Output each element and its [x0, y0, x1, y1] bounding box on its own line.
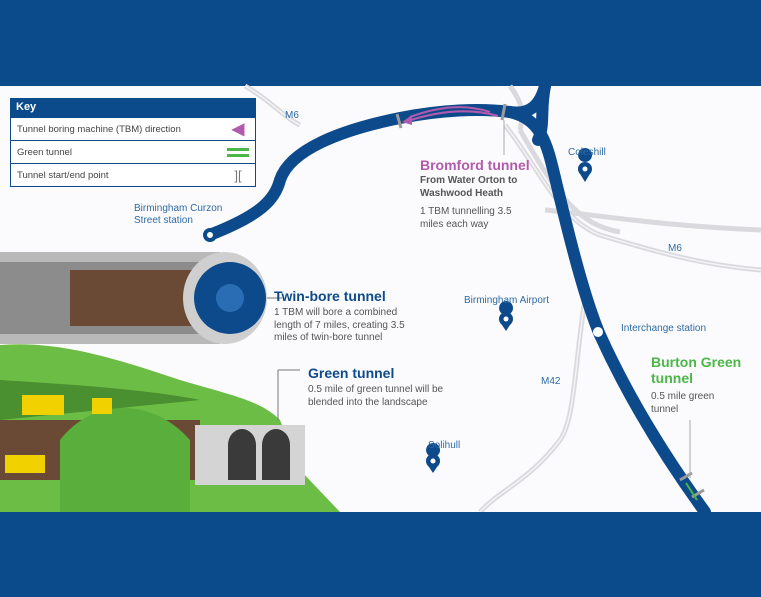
key-item-label: Green tunnel	[17, 146, 72, 158]
tunnel-start-end-icon: ][	[234, 167, 242, 183]
tbm-direction-arrow	[404, 110, 499, 123]
road-m42	[478, 299, 588, 514]
burton-green-desc: 0.5 mile green tunnel	[651, 391, 715, 415]
green-tunnel-icon	[227, 147, 249, 157]
key-item-green-tunnel: Green tunnel	[11, 140, 255, 163]
top-band	[0, 0, 761, 86]
road-label-m6-west: M6	[285, 110, 299, 121]
key-item-start-end: Tunnel start/end point ][	[11, 163, 255, 186]
hs2-route	[206, 80, 711, 518]
burton-green-tunnel-mark	[685, 482, 698, 501]
bromford-desc: 1 TBM tunnelling 3.5 miles each way	[420, 206, 512, 230]
bromford-title: Bromford tunnel	[420, 157, 530, 173]
road-b	[517, 128, 621, 235]
curzon-station-marker	[203, 228, 217, 242]
twin-bore-illustration	[0, 252, 282, 344]
burton-green-title: Burton Green tunnel	[651, 354, 742, 386]
key-item-tbm: Tunnel boring machine (TBM) direction ◀	[11, 117, 255, 140]
road-north-link	[507, 84, 525, 131]
interchange-station-marker	[593, 327, 603, 337]
key-title: Key	[11, 99, 255, 117]
green-tunnel-desc: 0.5 mile of green tunnel will be blended…	[308, 384, 444, 408]
twin-bore-desc: 1 TBM will bore a combined length of 7 m…	[274, 307, 405, 343]
key-item-label: Tunnel boring machine (TBM) direction	[17, 123, 181, 135]
road-label-m6-east: M6	[668, 243, 682, 254]
green-tunnel-title: Green tunnel	[308, 365, 395, 381]
road-label-m42: M42	[541, 376, 561, 387]
twin-bore-title: Twin-bore tunnel	[274, 288, 386, 304]
place-birmingham-airport: Birmingham Airport	[464, 295, 550, 306]
bottom-band	[0, 512, 761, 597]
green-tunnel-illustration	[0, 344, 340, 512]
tbm-direction-arrow-icon: ◀	[231, 121, 245, 138]
key-legend: Key Tunnel boring machine (TBM) directio…	[10, 98, 256, 187]
place-curzon-street: Birmingham Curzon Street station	[134, 203, 223, 226]
key-item-label: Tunnel start/end point	[17, 169, 109, 181]
place-coleshill: Coleshill	[568, 147, 606, 158]
place-interchange-station: Interchange station	[621, 323, 707, 334]
place-solihull: Solihull	[428, 440, 461, 451]
bromford-subtitle: From Water Orton to Washwood Heath	[420, 175, 518, 199]
